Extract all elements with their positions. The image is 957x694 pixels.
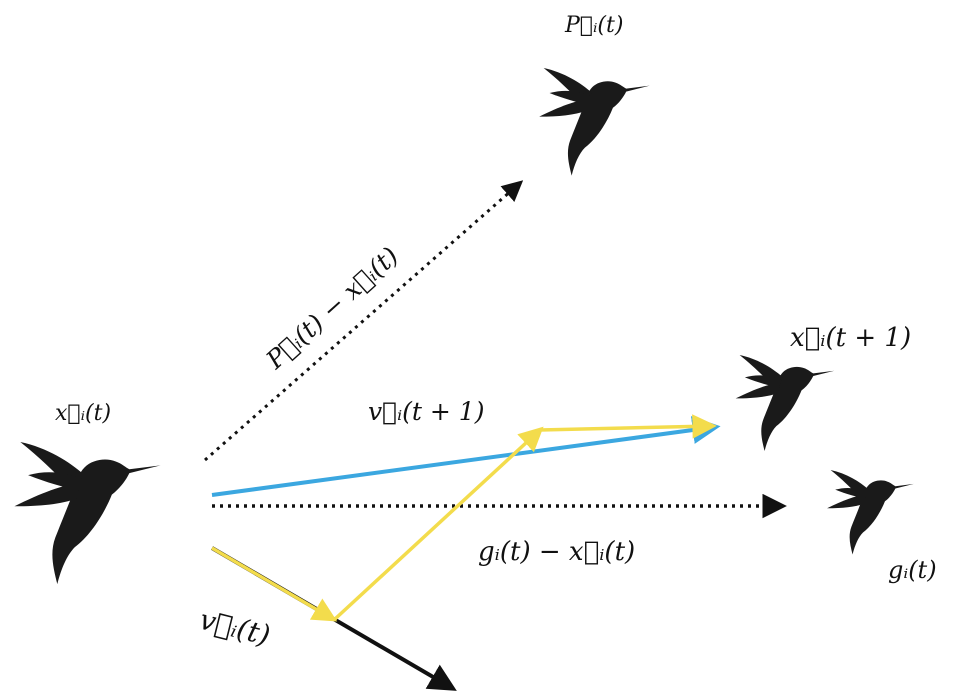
bird-icon-global-best <box>827 470 914 555</box>
label-global-best: gᵢ(t) <box>888 556 937 584</box>
new-velocity-arrow <box>211 416 721 497</box>
cognitive-component-arrow <box>333 426 544 621</box>
bird-icon-personal-best <box>539 68 650 176</box>
label-personal-best: P⃗ᵢ(t) <box>564 13 623 38</box>
label-next-position: x⃗ᵢ(t + 1) <box>790 323 911 353</box>
label-new-velocity: v⃗ᵢ(t + 1) <box>368 397 484 426</box>
label-global-best-difference: gᵢ(t) − x⃗ᵢ(t) <box>478 537 635 567</box>
label-old-velocity: v⃗ᵢ(t) <box>196 603 273 652</box>
bird-icon-current-position <box>14 442 161 585</box>
personal-best-direction-arrow <box>204 180 524 462</box>
bird-icon-next-position <box>735 355 835 452</box>
label-personal-best-difference: P⃗ᵢ(t) − x⃗ᵢ(t) <box>260 241 404 375</box>
label-current-position: x⃗ᵢ(t) <box>55 401 111 426</box>
inertia-component-arrow <box>211 546 338 622</box>
social-component-arrow <box>539 414 717 439</box>
